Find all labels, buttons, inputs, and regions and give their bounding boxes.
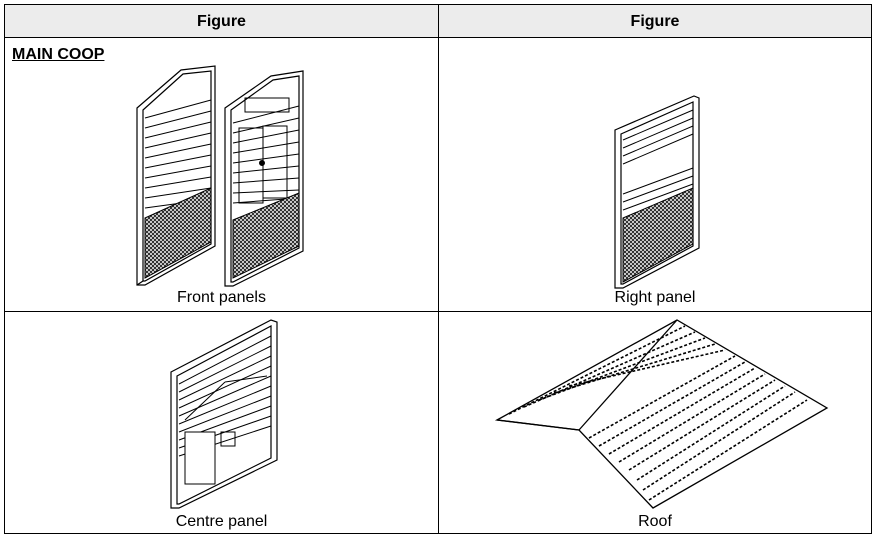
roof-drawing xyxy=(494,319,829,509)
right-panel-drawing xyxy=(614,95,700,289)
caption-front-panels: Front panels xyxy=(177,289,266,306)
header-figure-right: Figure xyxy=(439,5,871,38)
header-figure-left: Figure xyxy=(5,5,438,38)
figure-table: Figure Figure MAIN COOP xyxy=(4,4,872,534)
cell-centre-panel: Centre panel xyxy=(5,312,438,534)
row-divider xyxy=(5,311,871,312)
cell-right-panel: Right panel xyxy=(439,38,871,311)
caption-roof: Roof xyxy=(638,513,672,530)
caption-centre-panel: Centre panel xyxy=(175,513,268,530)
centre-panel-drawing xyxy=(170,319,278,509)
cell-roof: Roof xyxy=(439,312,871,534)
column-divider xyxy=(438,5,439,533)
section-title: MAIN COOP xyxy=(12,46,105,63)
cell-front-panels: MAIN COOP xyxy=(5,38,438,311)
front-panels-drawing xyxy=(136,65,304,287)
caption-right-panel: Right panel xyxy=(614,289,696,306)
